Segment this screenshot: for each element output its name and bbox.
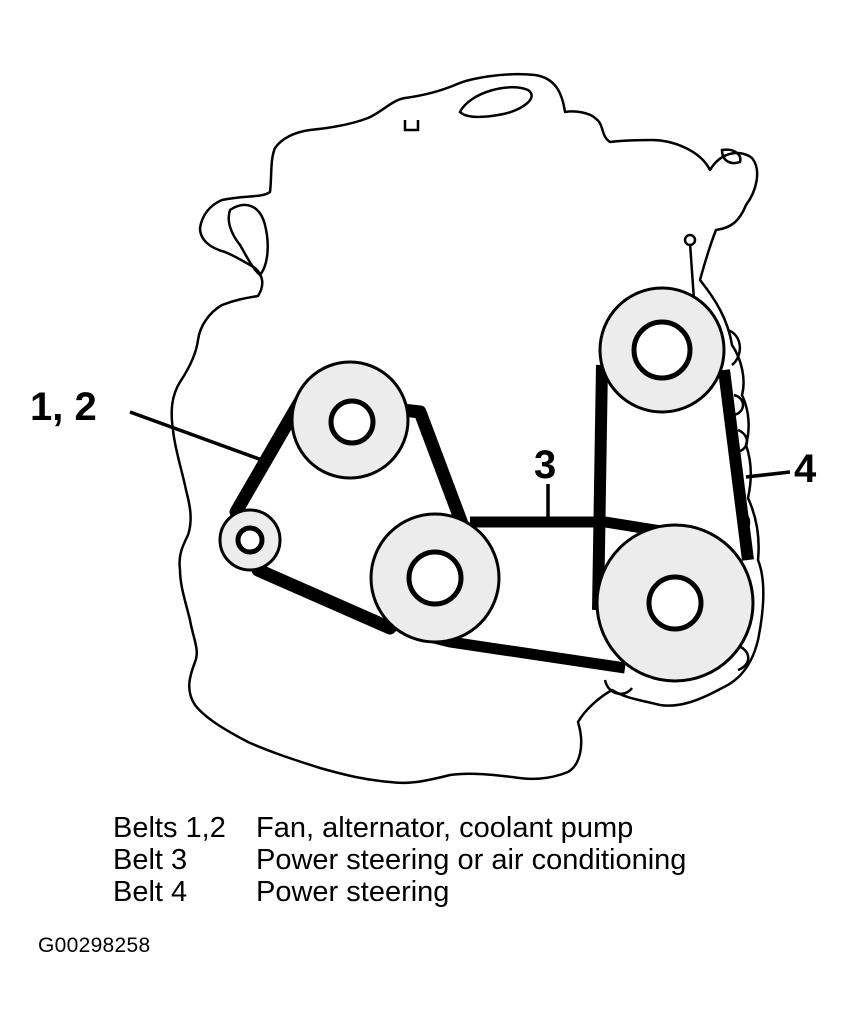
engine-detail-top [458, 86, 533, 119]
legend-key: Belt 3 [113, 844, 188, 876]
dipstick [688, 242, 696, 301]
legend-desc: Power steering [256, 876, 450, 908]
figure-id: G00298258 [38, 934, 151, 957]
pulley-idler-hub [235, 525, 265, 555]
belt-3 [470, 516, 669, 538]
pulley-crank-hub [406, 549, 464, 607]
belt-legend: Belts 1,2 Fan, alternator, coolant pump … [113, 812, 686, 908]
pulley-fan-hub [328, 398, 376, 446]
legend-key: Belts 1,2 [113, 812, 226, 844]
callout-belt-4: 4 [794, 447, 817, 491]
belt-4 [718, 369, 754, 561]
pulley-power-steering-hub [631, 319, 693, 381]
belt-routing-diagram: 1, 2 3 4 [30, 72, 817, 785]
callout-belt-3: 3 [534, 443, 556, 487]
legend-row: Belt 4 Power steering [113, 876, 686, 908]
leader-belt-4 [745, 470, 791, 479]
pulley-ac-hub [646, 574, 704, 632]
legend-key: Belt 4 [113, 876, 188, 908]
leader-belts-1-2 [129, 410, 263, 462]
belt-3-left [592, 364, 608, 611]
dipstick-handle [683, 233, 697, 247]
callout-belts-1-2: 1, 2 [30, 385, 97, 429]
engine-outline [170, 72, 765, 785]
legend-row: Belt 3 Power steering or air conditionin… [113, 844, 686, 876]
legend-desc: Fan, alternator, coolant pump [256, 812, 634, 844]
engine-detail-left [227, 203, 269, 277]
engine-detail-tab [403, 120, 420, 132]
legend-desc: Power steering or air conditioning [256, 844, 687, 876]
legend-row: Belts 1,2 Fan, alternator, coolant pump [113, 812, 686, 844]
engine-detail-right [720, 148, 742, 165]
